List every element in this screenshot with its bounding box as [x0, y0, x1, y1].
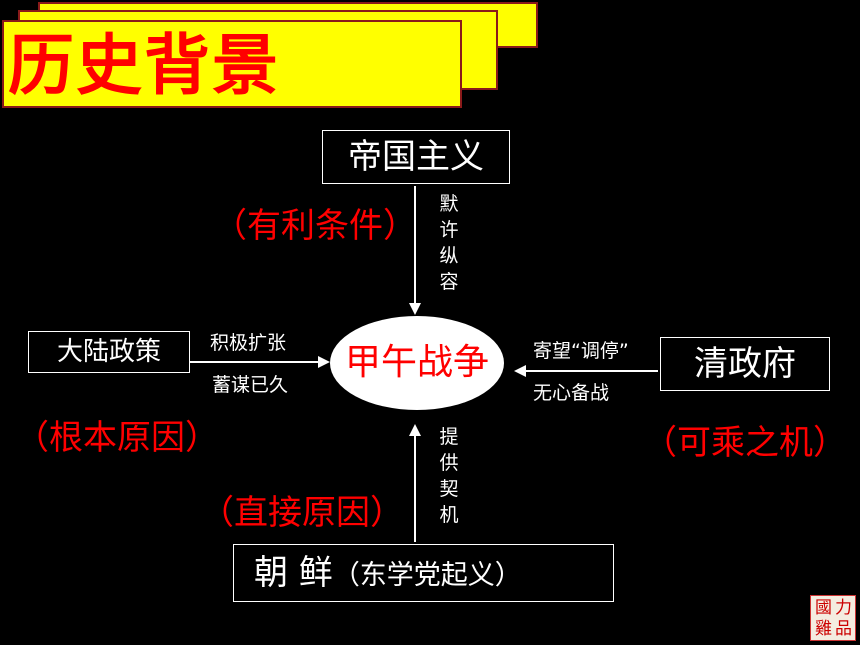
arrow-qing-to-war: [524, 370, 658, 372]
node-korea: 朝 鲜（东学党起义）: [233, 544, 614, 602]
arrow-qing-head: [514, 365, 526, 377]
edge-label-imperialism: 默许纵容: [439, 193, 459, 293]
page-title: 历史背景: [8, 27, 280, 104]
edge-label-korea: 提供契机: [439, 426, 459, 526]
cause-direct: （直接原因）: [200, 493, 404, 533]
edge-label-qing-lower: 无心备战: [533, 382, 610, 404]
arrow-korea-to-war: [414, 432, 416, 542]
node-war: 甲午战争: [344, 342, 489, 383]
cause-root: （根本原因）: [15, 418, 219, 458]
edge-label-mainland-upper: 积极扩张: [210, 332, 287, 354]
arrow-imperialism-head: [409, 303, 421, 315]
seal-logo-icon: 國 力 雞 品: [810, 595, 856, 641]
node-qing-government: 清政府: [660, 337, 830, 391]
edge-label-qing-upper: 寄望“调停”: [533, 340, 629, 362]
war-ellipse: [330, 316, 504, 410]
arrow-korea-head: [409, 424, 421, 436]
title-banner-front: [2, 20, 462, 108]
edge-label-mainland-lower: 蓄谋已久: [212, 374, 289, 396]
cause-opportunity: （可乘之机）: [643, 423, 847, 463]
node-imperialism: 帝国主义: [322, 130, 510, 184]
node-mainland-policy: 大陆政策: [28, 331, 190, 373]
arrow-imperialism-to-war: [414, 186, 416, 308]
korea-note: （东学党起义）: [332, 560, 522, 591]
cause-favorable: （有利条件）: [213, 206, 417, 246]
arrow-mainland-to-war: [190, 361, 322, 363]
korea-label: 朝 鲜: [254, 553, 333, 593]
arrow-mainland-head: [318, 356, 330, 368]
